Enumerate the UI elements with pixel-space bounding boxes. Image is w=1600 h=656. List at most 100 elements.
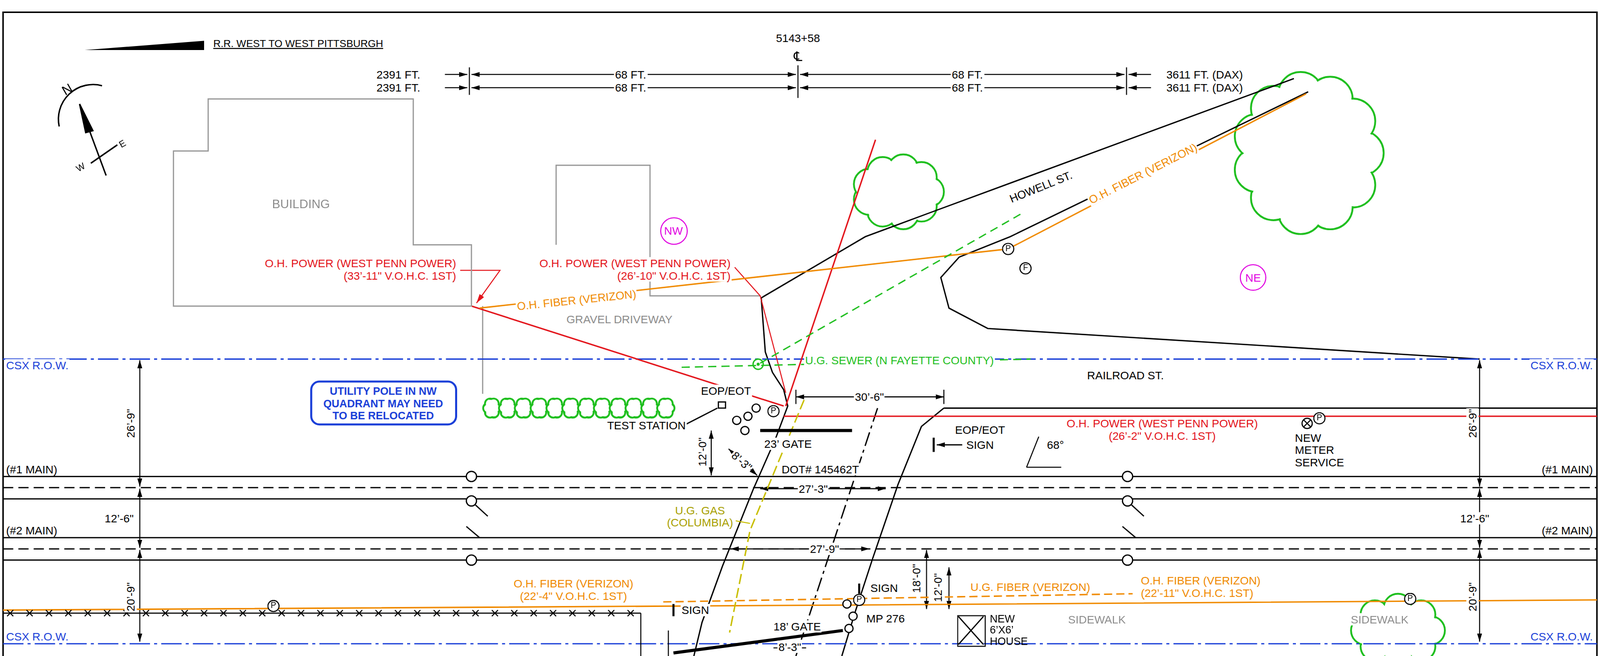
tree-outline [593,398,612,418]
fence-line [453,609,460,616]
dimension-line [139,549,141,642]
drawing-label: (#2 MAIN) [5,524,59,537]
tree-outline [546,398,565,418]
drawing-label: 68 FT. [950,81,984,94]
fence-line [453,609,460,616]
signal-symbol [466,471,1144,566]
fence-line [104,609,111,616]
tree-outline [562,398,580,418]
drawing-label: 68 FT. [950,68,984,81]
fence-line [7,609,14,616]
tree-outline [646,402,654,413]
fence-line [104,609,111,616]
track-rail [3,548,1597,550]
fence-line [491,609,498,616]
fence-line [530,609,537,616]
drawing-label: 2391 FT. [375,81,422,94]
drawing-label: 23’ GATE [763,437,813,450]
fence-line [550,609,557,616]
fence-line [298,609,305,616]
drawing-label: 2391 FT. [375,68,422,81]
road-edge [693,78,1597,656]
fiber-line [663,593,1133,602]
drawing-label: ℄ [792,51,804,64]
fence-line [588,609,595,616]
dimension-line [445,87,468,89]
drawing-label: 20’-9" [124,581,137,613]
sewer-line [681,214,1031,370]
gate-symbol [740,426,749,435]
fence-line [336,609,343,616]
gate-symbol [842,599,851,608]
tree-outline [599,402,607,413]
drawing-label: U.G. FIBER (VERIZON) [969,580,1091,593]
pole-symbol: P [1001,242,1014,255]
drawing-label: (#2 MAIN) [1540,524,1594,537]
drawing-label: 27’-9" [808,542,840,555]
drawing-label: 12’-6" [1458,512,1490,525]
fence-line [550,609,557,616]
north-arrow [58,84,118,176]
meter-symbol [1303,419,1311,427]
structure-outline [482,306,484,394]
drawing-label: 18’ GATE [772,620,822,633]
fence-line [395,609,402,616]
fence-line [162,609,169,616]
fence-line [46,609,53,616]
tree-outline [609,398,628,418]
drawing-label: O.H. FIBER (VERIZON) (22’-11" V.O.H.C. 1… [1139,574,1266,599]
road-edge [761,78,1294,298]
sign-symbol [672,603,675,616]
track-rail [3,476,1597,560]
drawing-label: O.H. FIBER (VERIZON) (22’-4" V.O.H.C. 1S… [510,577,637,602]
fence-line [511,609,518,616]
dimension-line [948,567,950,610]
north-arrow [91,145,118,164]
drawing-label: 12’-0" [695,436,708,468]
drawing-label: 26’-9" [124,407,137,439]
drawing-label: R.R. WEST TO WEST PITTSBURGH [212,37,385,50]
dimension-line [468,67,470,96]
drawing-label: O.H. POWER (WEST PENN POWER) (26’-10" V.… [534,257,732,282]
sign-symbol [936,444,963,446]
fence-line [667,630,669,656]
fence-line [569,609,576,616]
tree-outline [504,402,512,413]
dimension-line [1128,87,1151,89]
fence-line [472,609,479,616]
signal-symbol [475,504,488,516]
tree-outline [483,72,1445,656]
drawing-label: 30’-6" [853,390,885,403]
drawing-label: HOWELL ST. [1006,168,1075,206]
drawing-label: 20’-9" [1466,581,1479,613]
dimension-line [1026,466,1061,468]
tree-outline [614,402,622,413]
tree-outline [583,402,591,413]
drawing-label: MP 276 [865,611,906,624]
sign-symbol [932,437,935,453]
drawing-label: 26’-9" [1466,407,1479,439]
fence-line [65,609,72,616]
fence-line [608,609,615,616]
fence-line [336,609,343,616]
power-line [471,306,784,407]
fiber-line [3,94,1597,611]
drawing-label: CSX R.O.W. [5,359,70,372]
drawing-label: GRAVEL DRIVEWAY [565,313,674,326]
fence-line [433,609,440,616]
dimension-line [1128,74,1151,76]
fence-line [627,609,634,616]
road-edge [943,407,1597,409]
fence-line [588,609,595,616]
fence-line [298,609,305,616]
quadrant-circle: NW [659,216,688,245]
drawing-label: RAILROAD ST. [1086,369,1165,382]
drawing-label: SIGN [965,438,995,451]
signal-symbol [1122,554,1133,565]
dimension-line [445,74,468,76]
pole-symbol: P [267,599,280,612]
dimension-line [797,65,799,98]
quadrant-circle: NE [1239,264,1267,291]
direction-arrow [84,41,205,51]
fence-line [569,609,576,616]
